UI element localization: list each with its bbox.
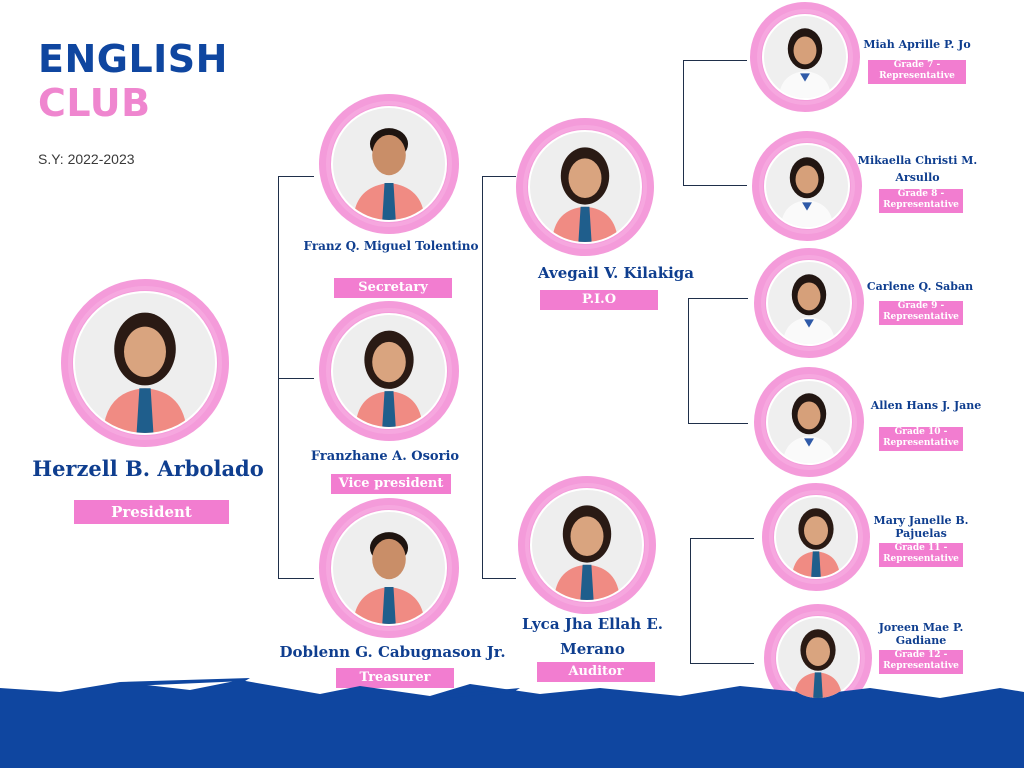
president-photo [68,286,222,440]
officer-name: Avegail V. Kilakiga [537,264,695,282]
representative-photo [761,255,857,351]
officer-name: Doblenn G. Cabugnason Jr. [279,643,506,661]
connector-line [482,176,483,578]
officer-photo [326,505,452,631]
connector-line [688,298,689,423]
representative-name: Allen Hans J. Jane [870,399,982,412]
connector-line [690,663,754,664]
officer-role-badge: Treasurer [336,668,454,688]
officer-photo [523,125,647,249]
officer-role-badge: Auditor [537,662,655,682]
representative-name: Carlene Q. Saban [866,280,974,293]
title-club: CLUB [38,81,151,125]
connector-line [482,176,516,177]
representative-role-badge: Grade 8 - Representative [879,189,963,213]
officer-name: Franz Q. Miguel Tolentino [303,239,479,253]
connector-line [688,298,748,299]
connector-line [278,378,314,379]
officer-role-badge: Secretary [334,278,452,298]
representative-role-badge: Grade 7 - Representative [868,60,966,84]
officer-photo [326,308,452,434]
bottom-wave-decoration [0,678,1024,768]
connector-line [278,176,314,177]
representative-photo [769,490,863,584]
officer-photo [525,483,649,607]
representative-role-badge: Grade 11 - Representative [879,543,963,567]
president-name: Herzell B. Arbolado [32,456,264,481]
connector-line [278,578,314,579]
connector-line [688,423,748,424]
representative-role-badge: Grade 9 - Representative [879,301,963,325]
representative-name: Mikaella Christi M. Arsullo [857,154,978,184]
title-english: ENGLISH [38,37,228,81]
representative-name: Miah Aprille P. Jo [863,38,971,51]
officer-name: Lyca Jha Ellah E. Merano [521,615,664,658]
representative-name: Joreen Mae P. Gadiane [878,621,964,647]
officer-photo [326,101,452,227]
connector-line [690,538,691,663]
officer-name: Franzhane A. Osorio [310,449,460,464]
connector-line [690,538,754,539]
connector-line [683,60,684,185]
representative-photo [757,9,853,105]
connector-line [683,60,747,61]
representative-role-badge: Grade 12 - Representative [879,650,963,674]
officer-role-badge: Vice president [331,474,451,494]
connector-line [482,578,516,579]
representative-photo [761,374,857,470]
connector-line [278,176,279,578]
representative-name: Mary Janelle B. Pajuelas [873,514,969,540]
connector-line [683,185,747,186]
representative-photo [759,138,855,234]
officer-role-badge: P.I.O [540,290,658,310]
president-role-badge: President [74,500,229,524]
school-year: S.Y: 2022-2023 [38,151,135,167]
representative-photo [771,611,865,705]
representative-role-badge: Grade 10 - Representative [879,427,963,451]
